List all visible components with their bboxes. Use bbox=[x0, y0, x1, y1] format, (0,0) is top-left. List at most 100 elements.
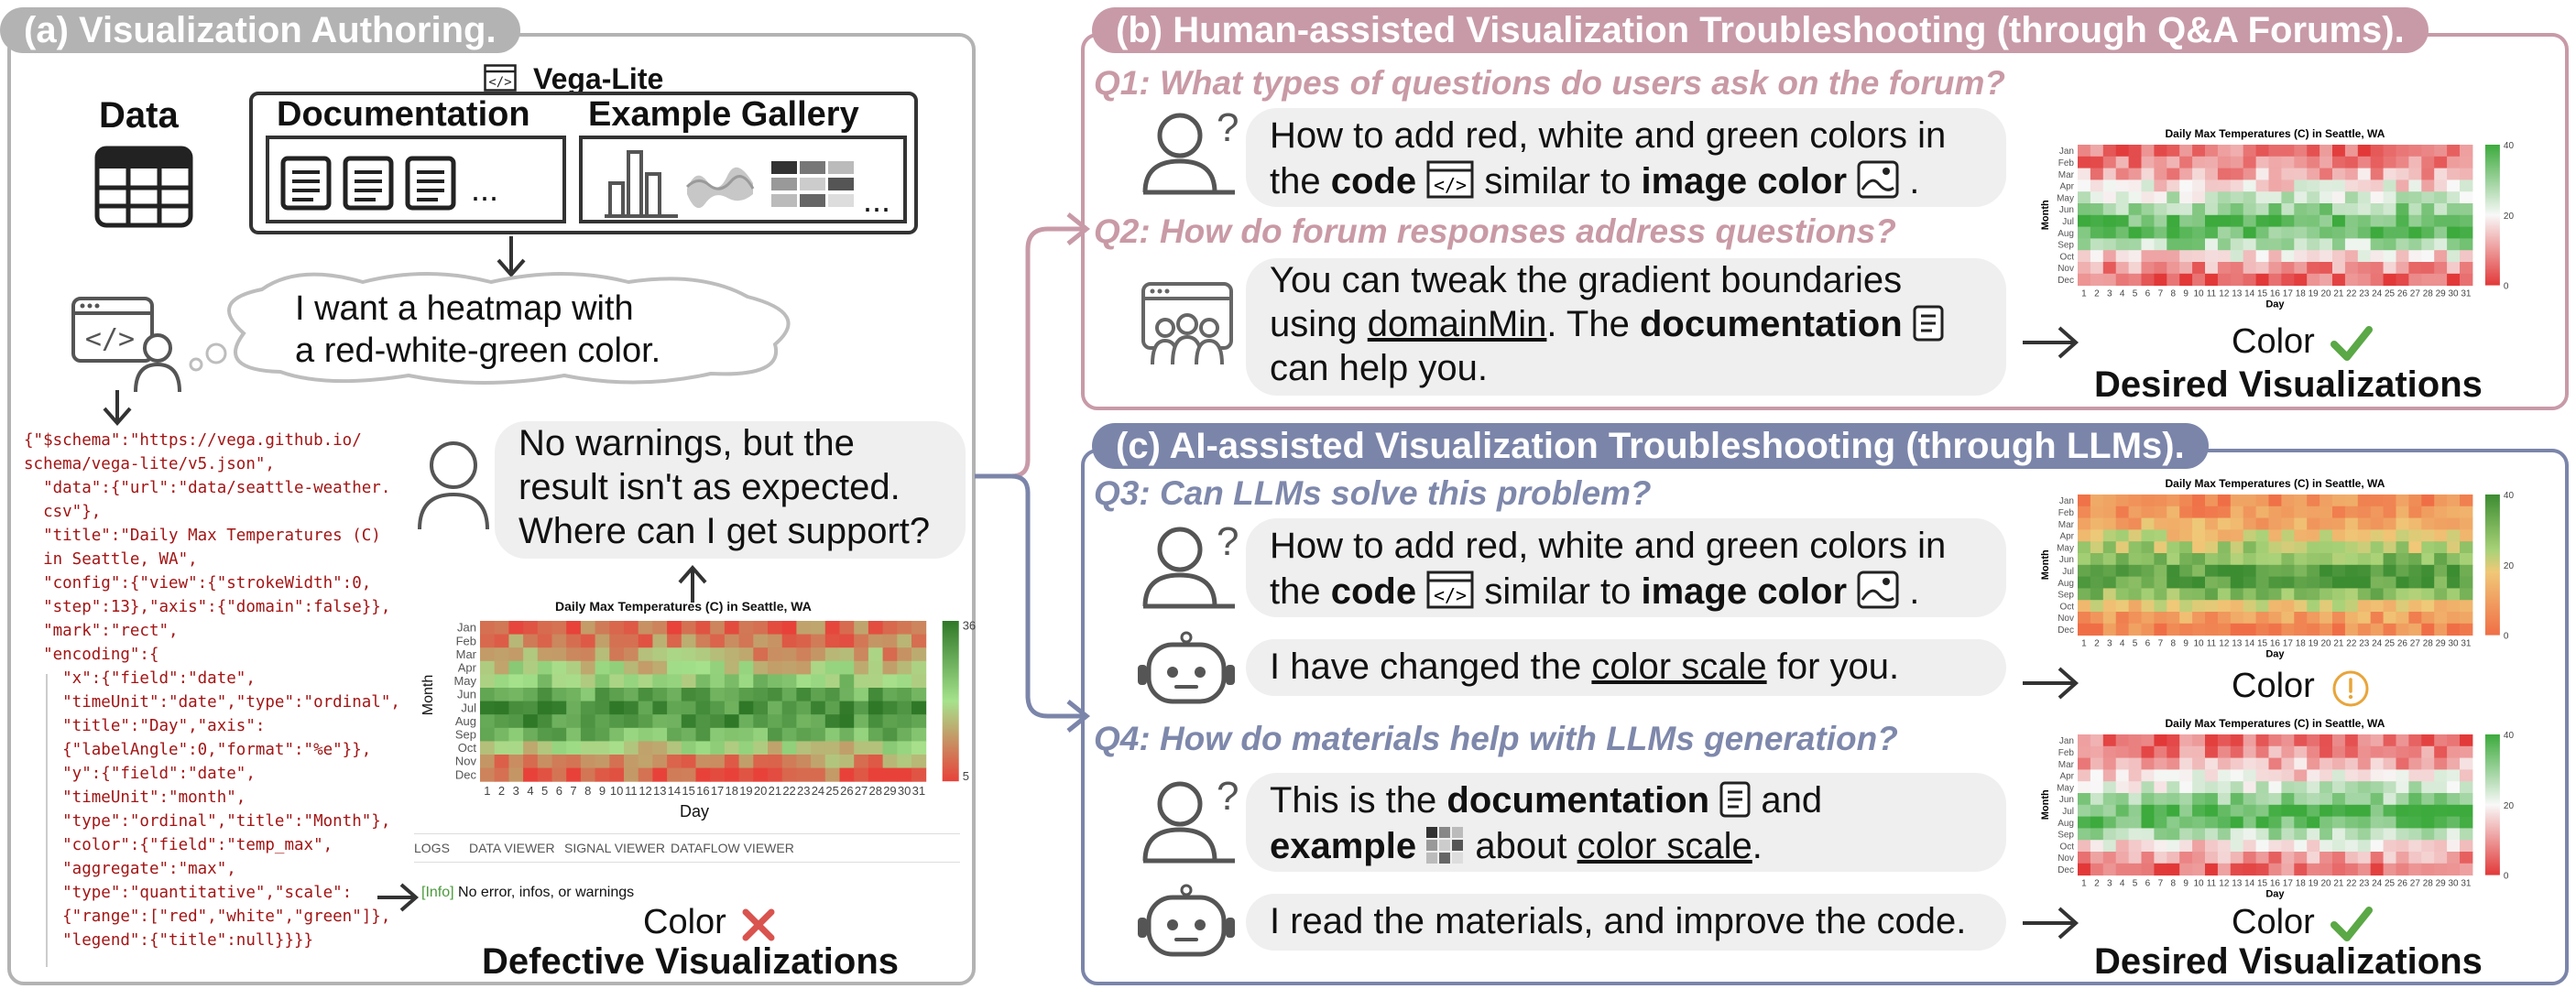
heatmap-cell bbox=[2421, 505, 2435, 519]
month-tick-label: Dec bbox=[2058, 276, 2074, 286]
heatmap-cell bbox=[2307, 852, 2320, 864]
heatmap-cell bbox=[2179, 541, 2193, 554]
x-axis-title: Day bbox=[2265, 649, 2285, 660]
heatmap-cell bbox=[854, 755, 869, 769]
tab-logs[interactable]: LOGS bbox=[414, 841, 450, 855]
heatmap-cell bbox=[2421, 226, 2435, 239]
heatmap-cell bbox=[897, 621, 912, 636]
heatmap-cell bbox=[595, 714, 610, 729]
heatmap-grid: Daily Max Temperatures (C) in Seattle, W… bbox=[2040, 477, 2514, 660]
heatmap-cell bbox=[2447, 214, 2461, 228]
heatmap-cell bbox=[551, 634, 567, 648]
heatmap-cell bbox=[2434, 852, 2448, 864]
heatmap-cell bbox=[2205, 745, 2219, 759]
heatmap-cell bbox=[2141, 553, 2155, 566]
heatmap-cell bbox=[2294, 576, 2308, 589]
heatmap-cell bbox=[2230, 769, 2244, 782]
code-editor[interactable]: {"$schema":"https://vega.github.io/schem… bbox=[24, 429, 420, 978]
heatmap-cell bbox=[2128, 203, 2142, 216]
heatmap-cell bbox=[2421, 156, 2435, 169]
documentation-ellipsis: ... bbox=[471, 170, 499, 208]
tab-dataflow-viewer[interactable]: DATAFLOW VIEWER bbox=[671, 841, 794, 855]
heatmap-cell bbox=[2205, 816, 2219, 829]
heatmap-cell bbox=[2243, 238, 2257, 251]
tab-data-viewer[interactable]: DATA VIEWER bbox=[469, 841, 555, 855]
heatmap-cell bbox=[2307, 840, 2320, 853]
heatmap-cell bbox=[2294, 273, 2308, 287]
heatmap-cell bbox=[2281, 576, 2295, 589]
heatmap-cell bbox=[2230, 494, 2244, 507]
x-axis-title: Day bbox=[680, 802, 710, 821]
heatmap-cell bbox=[2205, 505, 2219, 519]
domainmin-link[interactable]: domainMin bbox=[1367, 304, 1547, 344]
day-tick-label: 11 bbox=[2207, 879, 2217, 889]
heatmap-cell bbox=[638, 674, 653, 689]
heatmap-cell bbox=[868, 688, 884, 702]
heatmap-cell bbox=[2167, 828, 2180, 841]
heatmap-cell bbox=[652, 755, 668, 769]
heatmap-cell bbox=[2167, 179, 2180, 192]
tab-signal-viewer[interactable]: SIGNAL VIEWER bbox=[564, 841, 665, 855]
heatmap-cell bbox=[911, 755, 927, 769]
heatmap-cell bbox=[2167, 816, 2180, 829]
heatmap-cell bbox=[2307, 804, 2320, 818]
heatmap-cell bbox=[2460, 273, 2473, 287]
heatmap-cell bbox=[738, 727, 754, 742]
heatmap-cell bbox=[2192, 494, 2206, 507]
day-tick-label: 28 bbox=[2423, 879, 2434, 889]
heatmap-cell bbox=[2357, 745, 2372, 759]
heatmap-cell bbox=[2421, 273, 2435, 287]
heatmap-cell bbox=[2128, 564, 2142, 578]
heatmap-cell bbox=[2307, 517, 2320, 530]
heatmap-cell bbox=[2078, 623, 2091, 636]
day-tick-label: 2 bbox=[2094, 289, 2100, 299]
month-tick-label: Jul bbox=[2062, 217, 2074, 227]
heatmap-cell bbox=[811, 755, 826, 769]
up-arrow-icon bbox=[678, 564, 707, 603]
heatmap-cell bbox=[2102, 494, 2117, 507]
heatmap-cell bbox=[580, 755, 596, 769]
heatmap-cell bbox=[2434, 793, 2448, 806]
heatmap-cell bbox=[2243, 576, 2257, 589]
heatmap-cell bbox=[2090, 156, 2104, 169]
heatmap-cell bbox=[2460, 564, 2473, 578]
heatmap-cell bbox=[2460, 226, 2473, 239]
heatmap-cell bbox=[2408, 600, 2422, 613]
heatmap-cell bbox=[2141, 226, 2155, 239]
heatmap-cell bbox=[2115, 793, 2130, 806]
day-tick-label: 21 bbox=[2333, 639, 2344, 649]
heatmap-cell bbox=[494, 767, 509, 782]
day-tick-label: 31 bbox=[2461, 639, 2472, 649]
heatmap-cell bbox=[2205, 612, 2219, 625]
heatmap-cell bbox=[2179, 168, 2193, 180]
heatmap-cell bbox=[2192, 168, 2206, 180]
heatmap-cell bbox=[2268, 769, 2282, 782]
heatmap-cell bbox=[2268, 576, 2282, 589]
heatmap-cell bbox=[2357, 804, 2372, 818]
color-scale-link[interactable]: color scale bbox=[1577, 826, 1752, 866]
heatmap-cell bbox=[609, 767, 625, 782]
heatmap-cell bbox=[911, 727, 927, 742]
heatmap-cell bbox=[2141, 564, 2155, 578]
heatmap-cell bbox=[681, 755, 696, 769]
heatmap-cell bbox=[2115, 494, 2130, 507]
color-scale-link[interactable]: color scale bbox=[1591, 647, 1767, 687]
heatmap-cell bbox=[724, 647, 740, 662]
heatmap-cell bbox=[2167, 553, 2180, 566]
heatmap-cell bbox=[2421, 262, 2435, 275]
heatmap-cell bbox=[2281, 793, 2295, 806]
heatmap-cell bbox=[2154, 541, 2167, 554]
heatmap-cell bbox=[566, 674, 582, 689]
bar-chart-icon bbox=[605, 150, 678, 218]
heatmap-cell bbox=[2421, 553, 2435, 566]
heatmap-cell bbox=[537, 714, 552, 729]
heatmap-cell bbox=[2396, 226, 2409, 239]
day-tick-label: 8 bbox=[2170, 289, 2176, 299]
heatmap-cell bbox=[2294, 505, 2308, 519]
y-axis-title: Month bbox=[2040, 549, 2051, 580]
heatmap-cell bbox=[2370, 793, 2385, 806]
q4-period: . bbox=[1752, 826, 1763, 866]
heatmap-cell bbox=[523, 688, 539, 702]
heatmap-cell bbox=[2115, 553, 2130, 566]
heatmap-cell bbox=[2179, 745, 2193, 759]
